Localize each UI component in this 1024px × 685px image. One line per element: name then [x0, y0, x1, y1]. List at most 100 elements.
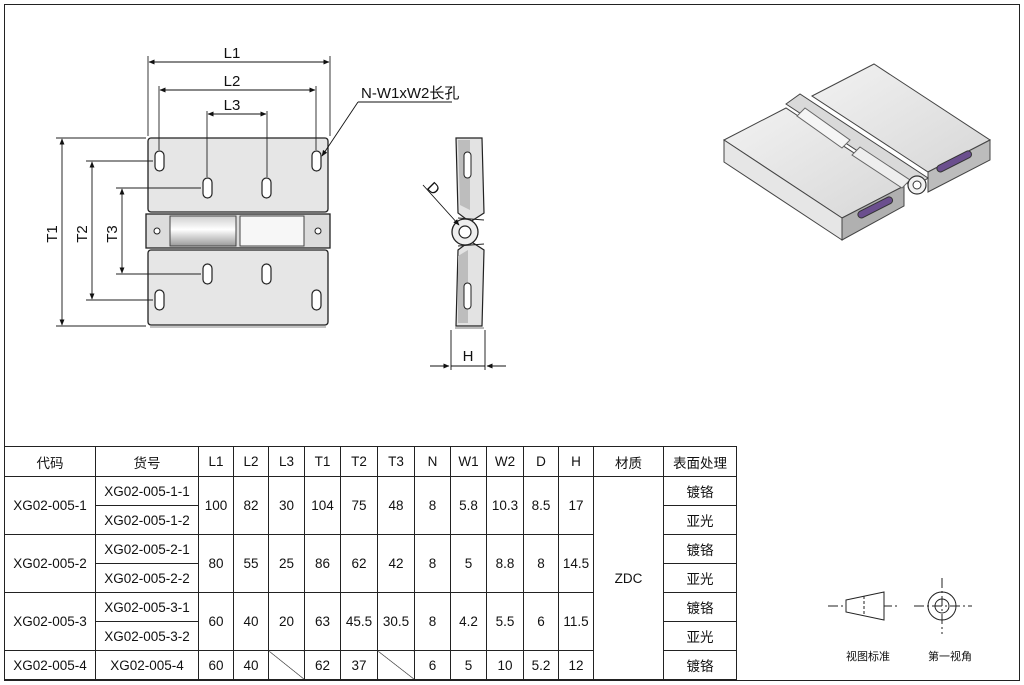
col-header: T2 — [340, 446, 378, 477]
finish-cell: 亚光 — [663, 563, 737, 593]
value-cell-h: 14.5 — [558, 534, 594, 593]
finish-cell: 亚光 — [663, 621, 737, 651]
value-cell-l1: 100 — [198, 476, 234, 535]
value-cell-l1: 80 — [198, 534, 234, 593]
dim-t3-label: T3 — [104, 225, 121, 243]
value-cell-t2: 45.5 — [340, 592, 378, 651]
value-cell-l1: 60 — [198, 592, 234, 651]
value-cell-t1: 104 — [304, 476, 341, 535]
value-cell-l2: 40 — [233, 592, 269, 651]
item-number-cell: XG02-005-4 — [95, 650, 199, 680]
value-cell-l2: 82 — [233, 476, 269, 535]
item-number-cell: XG02-005-2-2 — [95, 563, 199, 593]
value-cell-w2: 8.8 — [486, 534, 524, 593]
value-cell-w2: 10 — [486, 650, 524, 680]
empty-value-cell — [377, 650, 415, 680]
item-number-cell: XG02-005-3-2 — [95, 621, 199, 651]
hinge-isometric-render — [723, 63, 991, 241]
item-number-cell: XG02-005-3-1 — [95, 592, 199, 622]
value-cell-l3: 20 — [268, 592, 305, 651]
slot-callout-label: N-W1xW2长孔 — [361, 85, 459, 102]
value-cell-l3: 25 — [268, 534, 305, 593]
finish-cell: 镀铬 — [663, 592, 737, 622]
col-header: 代码 — [4, 446, 96, 477]
dim-l3-label: L3 — [224, 97, 241, 114]
item-number-cell: XG02-005-1-2 — [95, 505, 199, 535]
value-cell-t1: 63 — [304, 592, 341, 651]
value-cell-w1: 4.2 — [450, 592, 487, 651]
value-cell-t2: 62 — [340, 534, 378, 593]
value-cell-w1: 5 — [450, 534, 487, 593]
value-cell-l2: 55 — [233, 534, 269, 593]
dim-l2-label: L2 — [224, 73, 241, 90]
col-header: N — [414, 446, 451, 477]
value-cell-n: 8 — [414, 476, 451, 535]
value-cell-d: 5.2 — [523, 650, 559, 680]
value-cell-n: 8 — [414, 592, 451, 651]
value-cell-h: 12 — [558, 650, 594, 680]
table-header-row: 代码 货号 L1 L2 L3 T1 T2 T3 N W1 W2 D H 材质 表… — [4, 446, 737, 477]
code-cell: XG02-005-1 — [4, 476, 96, 535]
value-cell-h: 17 — [558, 476, 594, 535]
value-cell-d: 6 — [523, 592, 559, 651]
value-cell-n: 6 — [414, 650, 451, 680]
value-cell-t1: 62 — [304, 650, 341, 680]
item-number-cell: XG02-005-1-1 — [95, 476, 199, 506]
finish-cell: 镀铬 — [663, 650, 737, 680]
value-cell-l2: 40 — [233, 650, 269, 680]
value-cell-l3: 30 — [268, 476, 305, 535]
code-cell: XG02-005-4 — [4, 650, 96, 680]
front-view: L1 L2 L3 T1 T2 T3 N-W1xW2长孔 — [44, 45, 459, 328]
material-cell: ZDC — [593, 476, 664, 680]
table-row: XG02-005-1-2 亚光 — [5, 505, 737, 535]
col-header: W1 — [450, 446, 487, 477]
col-header: T3 — [377, 446, 415, 477]
col-header: D — [523, 446, 559, 477]
value-cell-h: 11.5 — [558, 592, 594, 651]
dim-l1-label: L1 — [224, 45, 241, 62]
value-cell-t3: 48 — [377, 476, 415, 535]
value-cell-w1: 5 — [450, 650, 487, 680]
col-header: 材质 — [593, 446, 664, 477]
col-header: 货号 — [95, 446, 199, 477]
finish-cell: 镀铬 — [663, 534, 737, 564]
value-cell-w2: 5.5 — [486, 592, 524, 651]
spec-table: 代码 货号 L1 L2 L3 T1 T2 T3 N W1 W2 D H 材质 表… — [4, 446, 737, 680]
finish-cell: 镀铬 — [663, 476, 737, 506]
col-header: H — [558, 446, 594, 477]
value-cell-d: 8.5 — [523, 476, 559, 535]
value-cell-t3: 30.5 — [377, 592, 415, 651]
table-row: XG02-005-3-2 亚光 — [5, 621, 737, 651]
dim-t1-label: T1 — [44, 225, 61, 243]
technical-drawing: L1 L2 L3 T1 T2 T3 N-W1xW2长孔 D H — [44, 45, 991, 370]
table-row: XG02-005-2-2 亚光 — [5, 563, 737, 593]
value-cell-l1: 60 — [198, 650, 234, 680]
col-header: L1 — [198, 446, 234, 477]
empty-value-cell — [268, 650, 305, 680]
item-number-cell: XG02-005-2-1 — [95, 534, 199, 564]
value-cell-w1: 5.8 — [450, 476, 487, 535]
dim-d-label: D — [423, 179, 443, 199]
col-header: T1 — [304, 446, 341, 477]
value-cell-t2: 75 — [340, 476, 378, 535]
value-cell-w2: 10.3 — [486, 476, 524, 535]
side-view: D H — [422, 137, 506, 370]
value-cell-t3: 42 — [377, 534, 415, 593]
finish-cell: 亚光 — [663, 505, 737, 535]
value-cell-t1: 86 — [304, 534, 341, 593]
value-cell-t2: 37 — [340, 650, 378, 680]
drawing-frame — [4, 4, 1020, 681]
value-cell-d: 8 — [523, 534, 559, 593]
col-header: L2 — [233, 446, 269, 477]
col-header: W2 — [486, 446, 524, 477]
value-cell-n: 8 — [414, 534, 451, 593]
col-header: L3 — [268, 446, 305, 477]
dim-h-label: H — [463, 348, 474, 365]
code-cell: XG02-005-3 — [4, 592, 96, 651]
dim-t2-label: T2 — [74, 225, 91, 243]
col-header: 表面处理 — [663, 446, 737, 477]
